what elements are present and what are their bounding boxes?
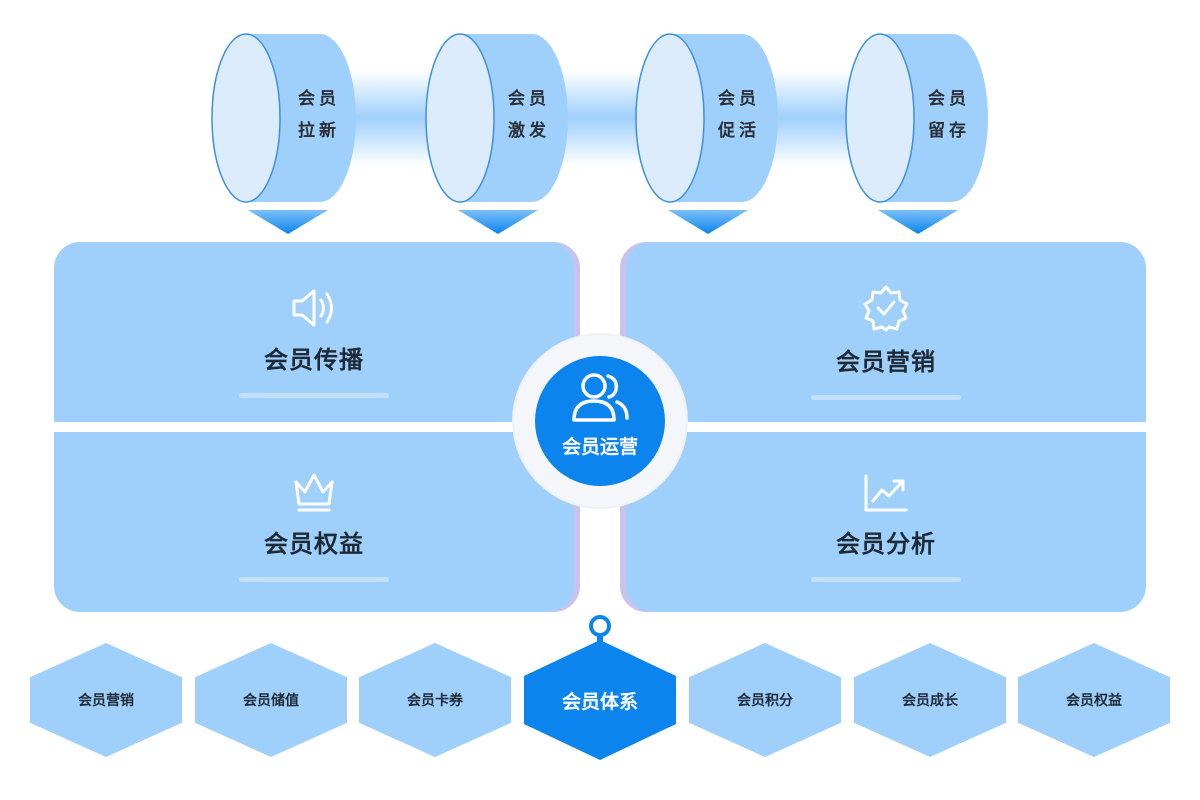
stage-label-line: 会员 (928, 89, 970, 109)
pipeline-stage-2 (425, 33, 568, 234)
quadrant-member-benefits: 会员权益 (54, 432, 574, 612)
hex-label: 会员成长 (902, 693, 958, 709)
pipeline-stage-4-label: 会员 留存 (914, 83, 984, 147)
speaker-icon (292, 289, 333, 327)
quadrant-title: 会员传播 (264, 346, 364, 374)
quadrant-member-marketing: 会员营销 (626, 242, 1146, 422)
stage-label-line: 会员 (298, 89, 340, 109)
hex-label: 会员储值 (243, 693, 299, 709)
hex-label: 会员体系 (561, 690, 638, 713)
stage-label-line: 激发 (508, 121, 550, 141)
hex-label: 会员积分 (737, 693, 793, 709)
stage-label-line: 促活 (718, 121, 760, 141)
quadrant-divider (811, 395, 961, 400)
verified-badge-icon (863, 285, 909, 332)
quadrant-member-analysis: 会员分析 (626, 432, 1146, 612)
hex-member-growth[interactable]: 会员成长 (854, 643, 1006, 757)
quadrant-title: 会员营销 (836, 348, 936, 376)
stage-label-line: 拉新 (298, 121, 340, 141)
stage-label-line: 留存 (928, 121, 970, 141)
hex-member-marketing[interactable]: 会员营销 (30, 643, 182, 757)
stage-label-line: 会员 (508, 89, 550, 109)
hex-member-points[interactable]: 会员积分 (689, 643, 841, 757)
center-title: 会员运营 (561, 436, 638, 458)
hex-member-coupons[interactable]: 会员卡券 (359, 643, 511, 757)
stage-label-line: 会员 (718, 89, 760, 109)
hex-label: 会员卡券 (407, 693, 463, 709)
quadrant-divider (239, 393, 389, 398)
pipeline-graphic (211, 33, 988, 234)
hex-member-benefits[interactable]: 会员权益 (1018, 643, 1170, 757)
quadrant-member-communication: 会员传播 (54, 242, 574, 422)
hex-label: 会员营销 (78, 693, 134, 709)
hex-label: 会员权益 (1066, 693, 1122, 709)
quadrant-title: 会员分析 (836, 530, 936, 558)
pipeline-stage-1 (211, 33, 356, 234)
pipeline-stage-3-label: 会员 促活 (704, 83, 774, 147)
users-icon (572, 373, 629, 422)
pipeline-stage-2-label: 会员 激发 (494, 83, 564, 147)
quadrant-divider (239, 577, 389, 582)
center-member-operations: 会员运营 (535, 356, 665, 486)
pipeline-stage-4 (845, 33, 988, 234)
pipeline-stage-1-label: 会员 拉新 (284, 83, 354, 147)
quadrant-title: 会员权益 (264, 530, 364, 558)
hex-member-system[interactable]: 会员体系 (524, 640, 676, 760)
hex-member-stored-value[interactable]: 会员储值 (195, 643, 347, 757)
crown-icon (294, 473, 334, 512)
quadrant-divider (811, 577, 961, 582)
trend-chart-icon (864, 474, 908, 512)
pipeline-stage-3 (635, 33, 778, 234)
